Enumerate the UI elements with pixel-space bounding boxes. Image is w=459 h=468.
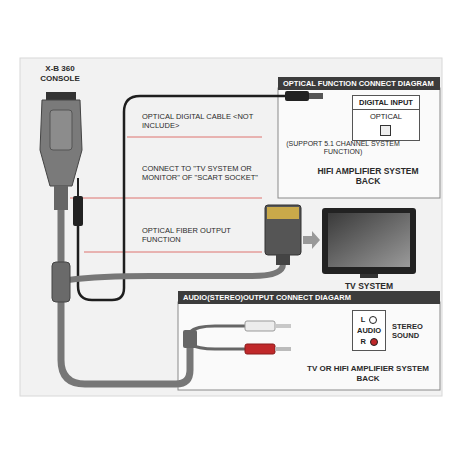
- device-label: TV SYSTEM: [318, 281, 420, 291]
- tv-stand: [360, 274, 378, 278]
- input-box: DIGITAL INPUT OPTICAL: [352, 95, 420, 141]
- panel-text: L: [361, 315, 366, 324]
- callout-label: OPTICAL DIGITAL CABLE <NOT INCLUDE>: [142, 112, 254, 130]
- panel-text: DIGITAL INPUT: [359, 98, 413, 107]
- jack-panel: L AUDIO R: [352, 310, 386, 351]
- note-label: (SUPPORT 5.1 CHANNEL SYSTEM FUNCTION): [284, 140, 402, 157]
- y-junction: [52, 262, 70, 302]
- optical-socket: [380, 125, 391, 136]
- console-label: X-B 360 CONSOLE: [26, 64, 94, 83]
- tv-screen: [328, 213, 410, 267]
- callout-label: CONNECT TO "TV SYSTEM OR MONITOR" OF "SC…: [142, 164, 264, 182]
- jack-dot: [370, 338, 378, 346]
- device-label: TV OR HIFI AMPLIFIER SYSTEM BACK: [298, 364, 438, 383]
- panel-text: AUDIO: [357, 326, 381, 335]
- device-label: HIFI AMPLIFIER SYSTEM BACK: [316, 166, 420, 186]
- optical-output-plug: [73, 196, 83, 226]
- panel-text: R: [360, 337, 365, 346]
- leader-line: [84, 252, 262, 253]
- text-row: OPTICAL: [353, 110, 419, 123]
- band-title: AUDIO(STEREO)OUTPUT CONNECT DIAGARM: [183, 293, 351, 302]
- optical-plug-tip: [309, 93, 323, 99]
- rca-white-plug: [245, 321, 275, 331]
- header-band: AUDIO(STEREO)OUTPUT CONNECT DIAGARM: [178, 291, 440, 304]
- arrow: [303, 231, 320, 249]
- optical-panel: [278, 88, 440, 198]
- leader-line: [127, 137, 262, 138]
- background-panel: [20, 58, 442, 396]
- optical-cable: [78, 96, 286, 300]
- optical-port-lead: [77, 178, 79, 196]
- band-title: OPTICAL FUNCTION CONNECT DIAGRAM: [283, 79, 434, 88]
- text-row: AUDIO(STEREO)OUTPUT CONNECT DIAGARM: [183, 293, 435, 302]
- scart-cable: [68, 264, 283, 280]
- text-row: OPTICAL FUNCTION CONNECT DIAGRAM: [283, 79, 435, 88]
- scart-plug: [265, 205, 301, 255]
- scart-relief: [276, 255, 290, 265]
- panel-text: OPTICAL: [370, 112, 402, 121]
- text-row: R: [357, 336, 381, 347]
- callout-label: OPTICAL FIBER OUTPUT FUNCTION: [142, 226, 246, 244]
- rca-tip: [275, 324, 291, 328]
- main-cable: [58, 210, 65, 264]
- sound-label: STEREO SOUND: [392, 322, 440, 340]
- header-band: OPTICAL FUNCTION CONNECT DIAGRAM: [278, 77, 440, 90]
- text-row: L: [357, 314, 381, 325]
- audio-panel: [178, 302, 440, 390]
- rca-tip: [275, 347, 291, 351]
- optical-plug: [285, 91, 309, 101]
- connector-grip: [50, 110, 72, 150]
- text-row: AUDIO: [357, 325, 381, 336]
- console-connector: [40, 100, 82, 186]
- rca-cable: [190, 344, 246, 349]
- rca-red-plug: [245, 344, 275, 354]
- strain-relief: [54, 186, 68, 210]
- jack-dot: [369, 316, 377, 324]
- scart-contacts: [267, 207, 299, 219]
- audio-cable: [61, 300, 190, 384]
- text-row: DIGITAL INPUT: [353, 96, 419, 110]
- leader-line: [70, 198, 262, 199]
- rca-cable: [190, 326, 246, 332]
- tv-bezel: [322, 208, 416, 274]
